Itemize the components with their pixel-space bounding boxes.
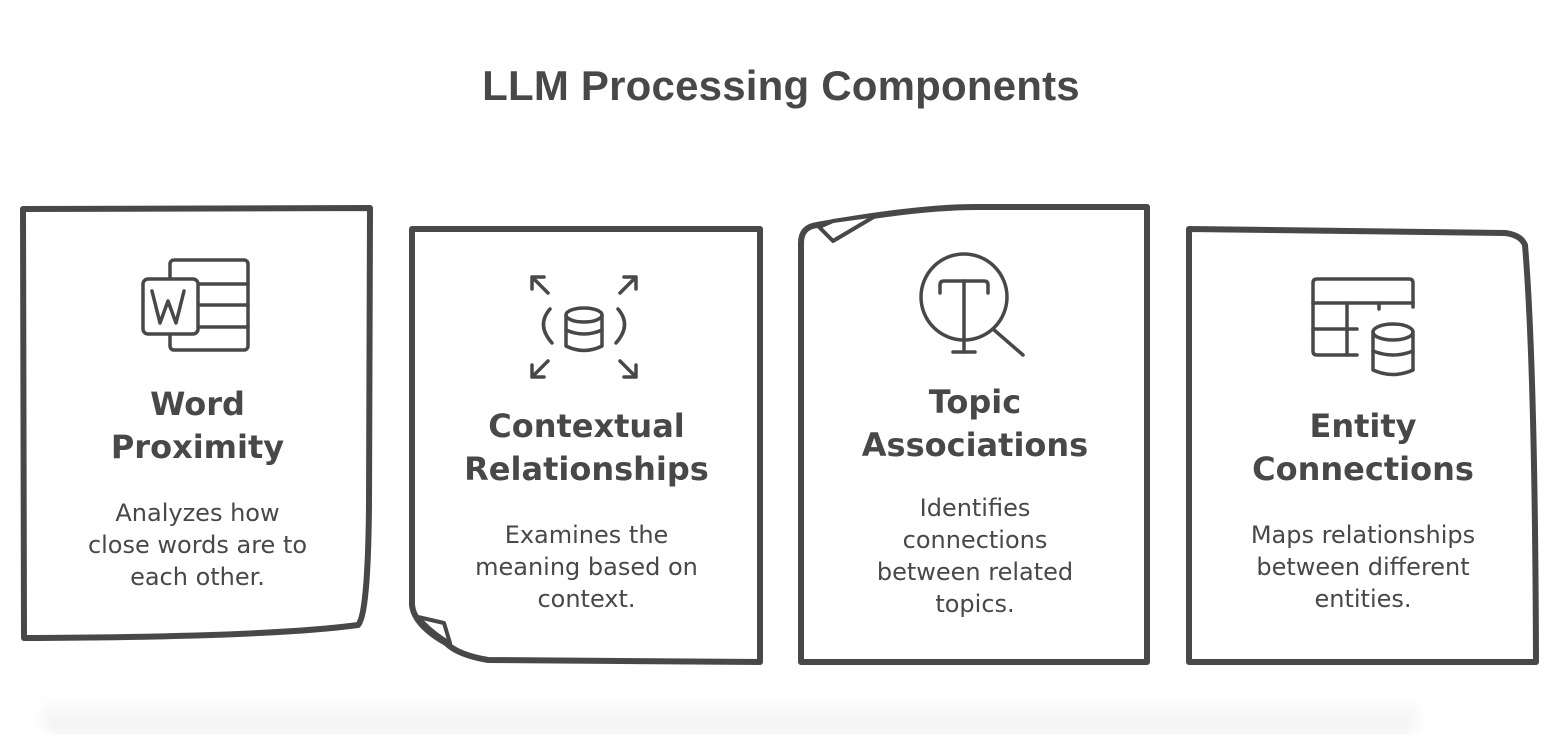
card-heading: Topic Associations	[797, 381, 1153, 467]
table-database-icon	[1311, 277, 1415, 377]
card-description-line: entities.	[1314, 585, 1412, 613]
card-description-line: between different	[1256, 553, 1470, 581]
card-description-line: Examines the	[504, 521, 669, 549]
card-description-line: between related	[876, 558, 1074, 586]
card-description: Identifies connections between related t…	[797, 492, 1153, 620]
card-heading: Entity Connections	[1185, 405, 1541, 491]
card-heading-line: Relationships	[464, 450, 709, 488]
card-description: Maps relationships between different ent…	[1185, 519, 1541, 615]
card-description-line: connections	[902, 526, 1048, 554]
card-topic-associations: Topic Associations Identifies connection…	[797, 203, 1153, 667]
card-heading-line: Contextual	[488, 407, 685, 445]
card-frame	[798, 204, 1150, 665]
card-frame	[409, 226, 763, 665]
card-description-line: topics.	[935, 590, 1015, 618]
card-contextual-relationships: Contextual Relationships Examines the me…	[408, 225, 765, 667]
card-heading-line: Proximity	[110, 428, 285, 466]
text-search-icon	[919, 252, 1025, 357]
card-heading-line: Associations	[861, 426, 1089, 464]
card-heading-line: Connections	[1252, 450, 1474, 488]
card-heading-line: Topic	[928, 383, 1022, 421]
card-description-line: context.	[537, 585, 636, 613]
card-heading-line: Entity	[1309, 407, 1417, 445]
card-description-line: Analyzes how	[115, 499, 280, 527]
card-frame	[1186, 226, 1539, 665]
card-description-line: close words are to	[87, 531, 308, 559]
card-heading: Contextual Relationships	[408, 405, 765, 491]
card-description-line: Identifies	[919, 494, 1031, 522]
word-document-icon	[141, 258, 250, 352]
bottom-shadow	[40, 695, 1420, 735]
card-heading-line: Word	[150, 385, 245, 423]
database-expand-icon	[530, 275, 638, 379]
card-description: Examines the meaning based on context.	[408, 519, 765, 615]
diagram-title: LLM Processing Components	[482, 62, 1080, 109]
card-description-line: each other.	[130, 563, 265, 591]
card-description: Analyzes how close words are to each oth…	[20, 497, 375, 593]
card-description-line: meaning based on	[475, 553, 698, 581]
card-entity-connections: Entity Connections Maps relationships be…	[1185, 225, 1541, 667]
card-word-proximity: Word Proximity Analyzes how close words …	[20, 205, 375, 643]
card-description-line: Maps relationships	[1250, 521, 1476, 549]
card-heading: Word Proximity	[20, 383, 375, 469]
card-frame	[20, 205, 373, 641]
